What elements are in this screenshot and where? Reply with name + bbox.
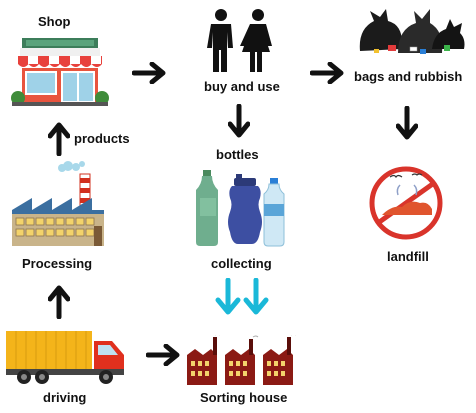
label-products: products (74, 131, 130, 146)
sorting-house-icon (187, 335, 301, 387)
factory-icon (10, 160, 106, 248)
arrow-down-buy-to-bottles (228, 104, 250, 140)
label-shop: Shop (38, 14, 71, 29)
bottles-icon (194, 168, 290, 248)
label-bags-and-rubbish: bags and rubbish (354, 69, 463, 84)
people-icon (203, 8, 277, 74)
shop-icon (10, 38, 110, 108)
rubbish-bags-icon (354, 5, 466, 57)
arrow-right-driving-sorting (146, 344, 182, 366)
label-collecting: collecting (211, 256, 272, 271)
truck-icon (6, 325, 130, 385)
label-bottles: bottles (216, 147, 259, 162)
collecting-arrows-icon (214, 278, 270, 318)
arrow-up-processing-to-shop (48, 120, 70, 156)
label-sorting-house: Sorting house (200, 390, 288, 405)
arrow-down-bags-to-landfill (396, 106, 418, 142)
arrow-right-shop-to-buy (132, 62, 168, 84)
label-driving: driving (43, 390, 87, 405)
label-buy-and-use: buy and use (204, 79, 280, 94)
label-processing: Processing (22, 256, 93, 271)
label-landfill: landfill (387, 249, 429, 264)
arrow-up-driving-to-processing (48, 283, 70, 319)
arrow-right-buy-to-bags (310, 62, 346, 84)
landfill-icon (368, 165, 444, 241)
